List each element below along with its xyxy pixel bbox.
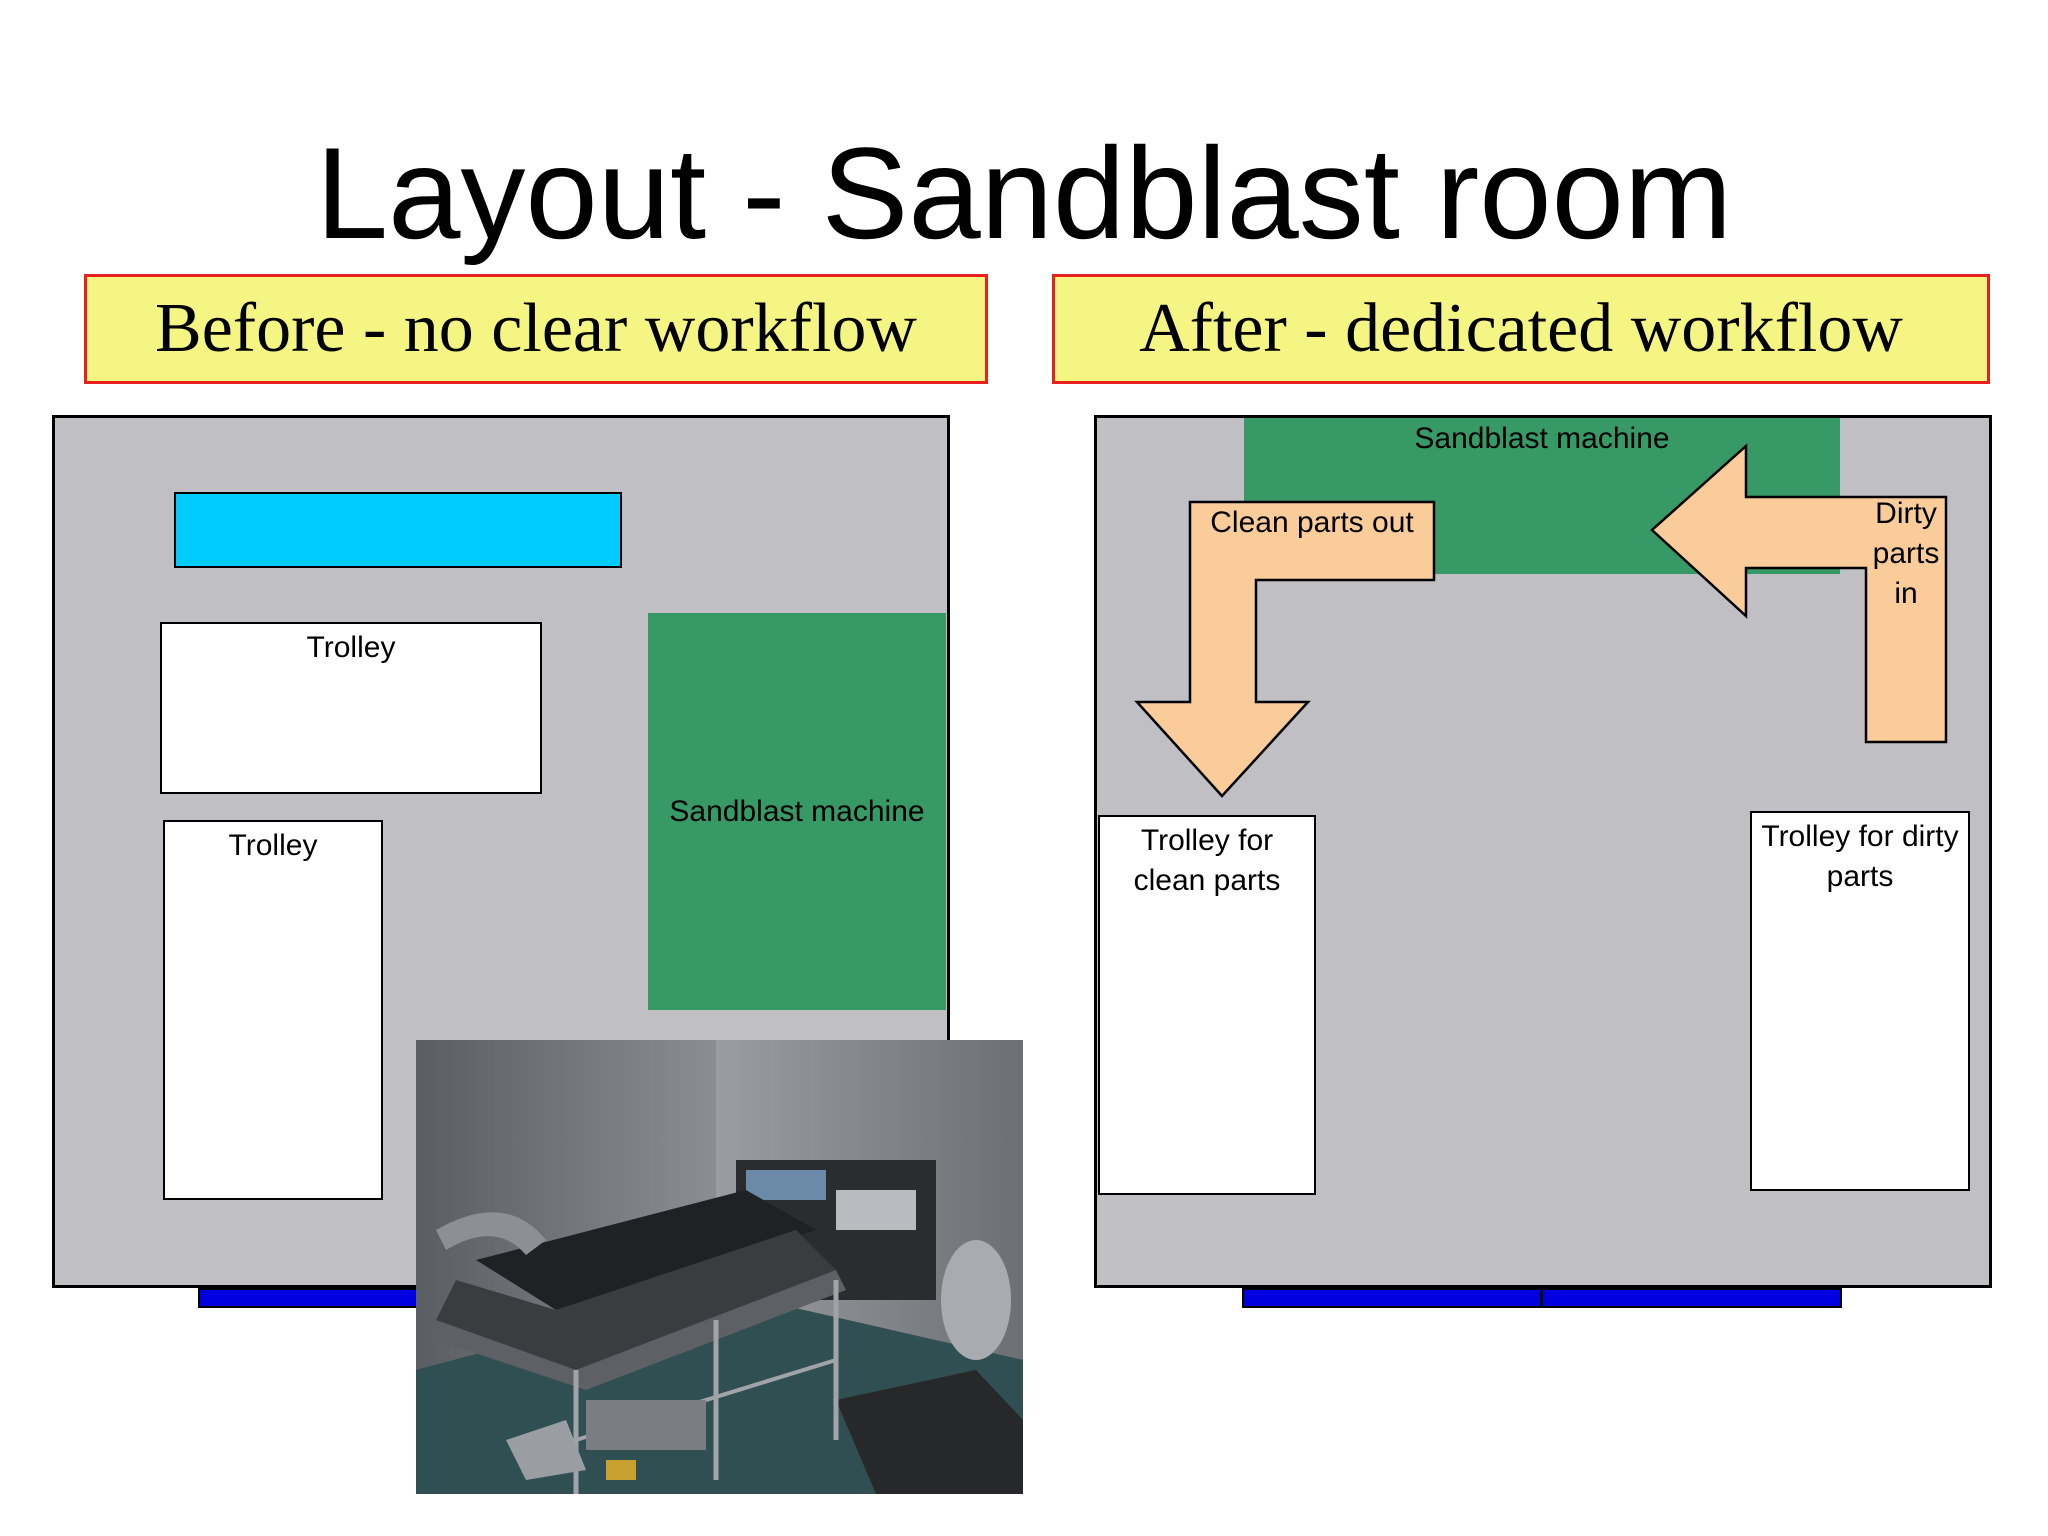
trolley-before-1: Trolley xyxy=(160,622,542,794)
before-caption: Before - no clear workflow xyxy=(84,274,988,384)
clean-parts-out-arrow xyxy=(1134,500,1436,798)
sandblast-machine-after-label: Sandblast machine xyxy=(1414,422,1670,455)
sandblast-machine-before: Sandblast machine xyxy=(648,613,946,1010)
gap-between-layouts xyxy=(950,415,1094,1040)
dirty-label-line-2: parts xyxy=(1872,537,1940,570)
trolley-dirty-line-1: Trolley for dirty xyxy=(1761,820,1959,853)
trolley-dirty-parts: Trolley for dirty parts xyxy=(1750,811,1970,1191)
after-caption: After - dedicated workflow xyxy=(1052,274,1990,384)
trolley-clean-line-1: Trolley for xyxy=(1140,824,1274,857)
after-door-divider xyxy=(1540,1288,1543,1308)
sandblast-room-photo xyxy=(416,1040,1023,1494)
slide-title: Layout - Sandblast room xyxy=(315,120,1733,266)
sandblast-machine-before-label: Sandblast machine xyxy=(669,794,925,828)
trolley-clean-parts: Trolley for clean parts xyxy=(1098,815,1316,1195)
clean-parts-out-label: Clean parts out xyxy=(1210,506,1414,539)
dirty-label-line-1: Dirty xyxy=(1875,497,1937,530)
dirty-parts-in-label: Dirty parts in xyxy=(1866,494,1946,614)
trolley-dirty-line-2: parts xyxy=(1826,860,1894,893)
dirty-parts-in-arrow xyxy=(1650,443,1948,744)
trolley-clean-line-2: clean parts xyxy=(1133,864,1281,897)
dirty-label-line-3: in xyxy=(1894,577,1918,610)
trolley-before-2: Trolley xyxy=(163,820,383,1200)
cyan-worktable xyxy=(174,492,622,568)
